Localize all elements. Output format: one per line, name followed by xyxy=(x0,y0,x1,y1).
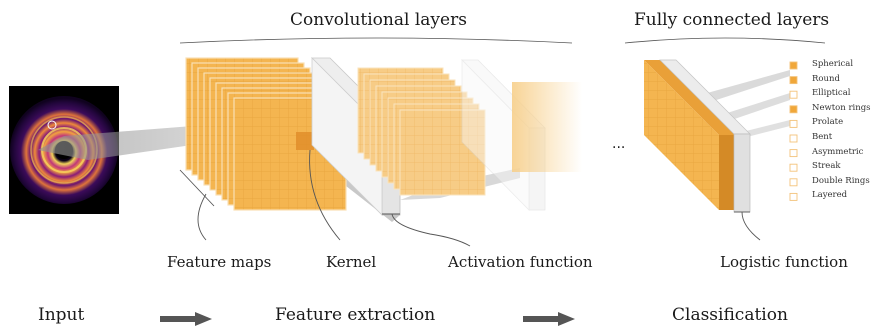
class-node xyxy=(789,163,798,172)
ellipsis: ... xyxy=(612,136,626,152)
stage-arrows xyxy=(160,312,575,326)
activation-caption: Activation function xyxy=(448,253,593,271)
logistic-caption: Logistic function xyxy=(720,253,848,271)
stage-input: Input xyxy=(38,305,85,325)
leader-lines xyxy=(179,149,761,247)
class-label: Double Rings xyxy=(812,175,870,186)
class-label: Spherical xyxy=(812,59,854,69)
class-node xyxy=(789,149,798,158)
class-node xyxy=(789,134,798,143)
class-label: Round xyxy=(812,73,840,84)
class-node xyxy=(789,192,798,201)
feature-maps-stack-2 xyxy=(357,67,486,196)
class-node xyxy=(789,90,798,99)
kernel-window xyxy=(296,132,314,150)
class-label: Layered xyxy=(812,190,848,201)
arrow-extraction-to-classification xyxy=(523,312,575,326)
class-node xyxy=(789,105,798,114)
feature-maps-stack-3 xyxy=(512,82,582,172)
class-node xyxy=(789,76,798,85)
class-nodes xyxy=(789,61,798,201)
arrow-input-to-extraction xyxy=(160,312,212,326)
class-label: Newton rings xyxy=(812,102,871,113)
class-label: Elliptical xyxy=(812,88,851,99)
stage-feature-extraction: Feature extraction xyxy=(275,305,436,325)
conv-layers-title: Convolutional layers xyxy=(290,10,467,30)
class-label: Prolate xyxy=(812,117,844,128)
fc-layers-title: Fully connected layers xyxy=(634,10,830,30)
class-label: Bent xyxy=(812,132,833,142)
stage-classification: Classification xyxy=(672,305,788,325)
class-label: Streak xyxy=(812,161,841,172)
conv-brace xyxy=(179,37,573,44)
fc-brace xyxy=(624,37,826,44)
kernel-caption: Kernel xyxy=(326,253,377,271)
feature-maps-caption: Feature maps xyxy=(167,253,272,271)
class-node xyxy=(789,61,798,70)
class-label: Asymmetric xyxy=(812,146,864,157)
class-node xyxy=(789,178,798,187)
fc-layer xyxy=(644,59,751,213)
class-node xyxy=(789,119,798,128)
